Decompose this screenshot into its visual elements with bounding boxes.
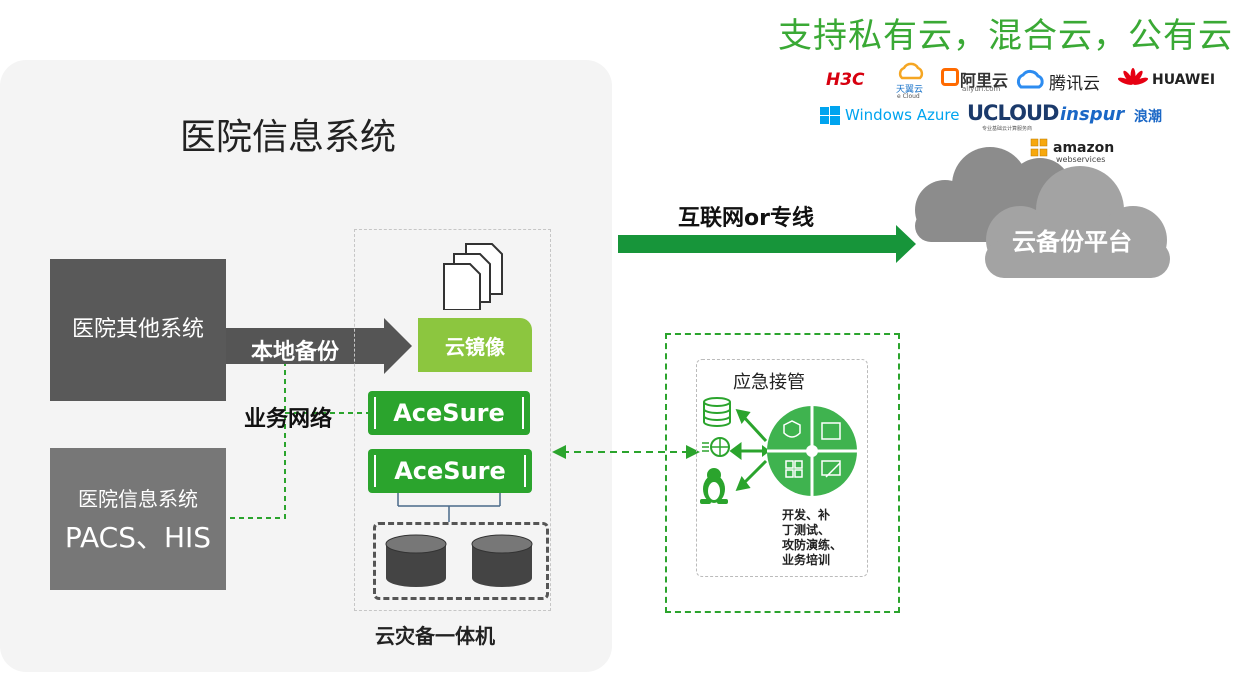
services-wheel: [762, 406, 857, 496]
acesure-node-2-label: AceSure: [394, 457, 506, 485]
monitor-icon: [821, 460, 841, 476]
h3c-logo: H3C: [826, 70, 865, 90]
ecloud-text: 天翼云: [896, 85, 924, 95]
inspur-text: inspur: [1060, 104, 1125, 125]
huawei-icon: [1117, 68, 1149, 94]
aws-cubes-icon: [1030, 137, 1050, 165]
ucloud-sub: 专业基础云计算服务商: [982, 126, 1033, 132]
storage-disks: [385, 534, 533, 587]
local-backup-arrow: [226, 318, 412, 374]
documents-icon: [443, 243, 503, 310]
amazon-text: amazon: [1053, 140, 1115, 156]
ecloud-logo: 天翼云: [896, 62, 926, 98]
tencent-text: 腾讯云: [1049, 74, 1100, 94]
database-icon: [703, 397, 731, 427]
linux-icon: [700, 468, 728, 504]
emergency-uses: 开发、补 丁测试、 攻防演练、 业务培训: [782, 508, 842, 568]
azure-text: Windows Azure: [845, 106, 960, 124]
acesure-node-2: AceSure: [368, 449, 532, 493]
ecloud-icon: [898, 62, 924, 80]
cloud-mirror-label: 云镜像: [445, 334, 505, 359]
window-icon: [821, 422, 841, 440]
disk-icon-2: [471, 534, 533, 587]
use-line-2: 丁测试、: [782, 523, 831, 537]
cloud-support-title: 支持私有云，混合云，公有云: [778, 16, 1233, 56]
use-line-3: 攻防演练、: [782, 538, 843, 552]
storage-box: [373, 522, 549, 600]
use-line-1: 开发、补: [782, 508, 831, 522]
web-server-icon: [702, 437, 730, 457]
info-system-sublabel: PACS、HIS: [64, 520, 212, 554]
ecloud-sub: e Cloud: [897, 93, 920, 100]
cloud-platform-label: 云备份平台: [1012, 228, 1132, 256]
windows-app-icon: [785, 460, 803, 478]
business-network-label: 业务网络: [244, 407, 333, 432]
amazon-sub: webservices: [1056, 155, 1106, 164]
tencent-icon: [1014, 68, 1046, 94]
emergency-title: 应急接管: [733, 372, 805, 393]
cloud-mirror-box: 云镜像: [418, 318, 532, 372]
ucloud-text: UCLOUD: [967, 101, 1059, 125]
aliyun-icon: [941, 68, 959, 86]
appliance-caption: 云灾备一体机: [375, 624, 495, 648]
aliyun-sub: aliyun.com: [962, 85, 1001, 93]
windows-icon: [820, 106, 840, 126]
other-systems-label: 医院其他系统: [71, 316, 204, 342]
acesure-node-1: AceSure: [368, 391, 530, 435]
inspur-cn-text: 浪潮: [1134, 109, 1162, 125]
disk-icon-1: [385, 534, 447, 587]
emergency-diagram: [700, 397, 857, 504]
emergency-inner-frame: [696, 359, 868, 577]
emergency-outer-frame: [665, 333, 900, 613]
acesure-node-1-label: AceSure: [393, 399, 505, 427]
appliance-frame: [354, 229, 551, 611]
local-backup-label: 本地备份: [251, 340, 340, 365]
internet-label: 互联网or专线: [678, 206, 814, 231]
aliyun-text: 阿里云: [960, 71, 1009, 90]
info-system-box: 医院信息系统 PACS、HIS: [50, 448, 226, 590]
other-systems-box: 医院其他系统: [50, 259, 226, 401]
panel-title: 医院信息系统: [180, 117, 397, 158]
cloud-backup-icon: [915, 147, 1170, 278]
huawei-text: HUAWEI: [1152, 72, 1216, 88]
info-system-label: 医院信息系统: [78, 486, 198, 511]
internet-arrow: [618, 225, 916, 263]
shield-icon: [783, 420, 801, 438]
use-line-4: 业务培训: [782, 553, 831, 567]
